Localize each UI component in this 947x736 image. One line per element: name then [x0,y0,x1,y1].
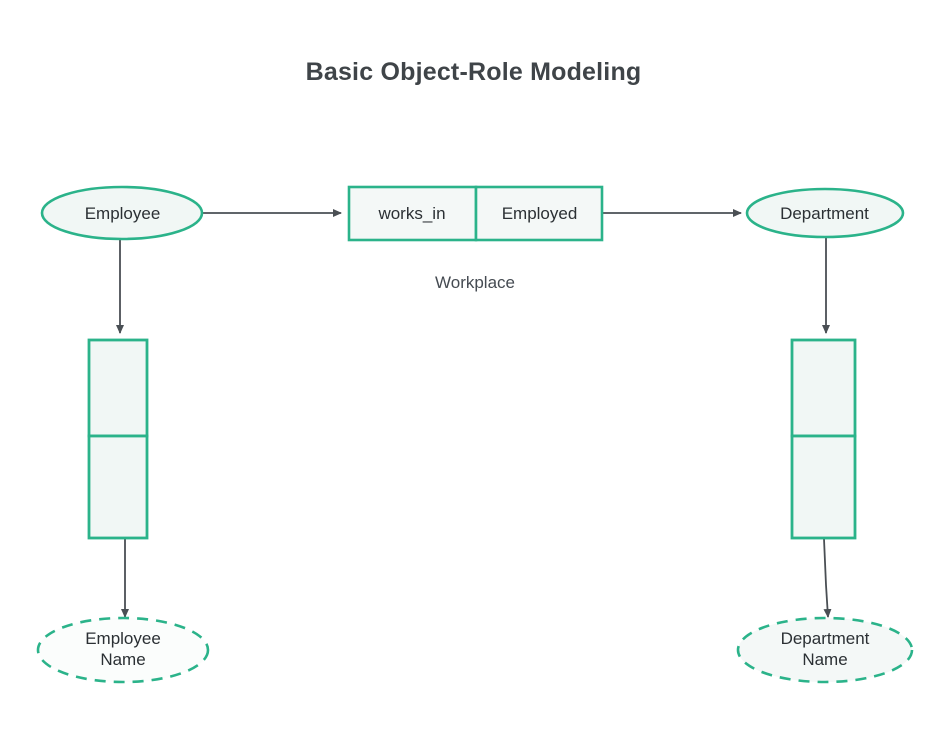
connector-role-box-to-department-name [823,538,832,618]
employee-role-cell-1[interactable] [87,338,149,438]
value-type-employee-name[interactable] [36,616,210,684]
employee-role-box[interactable] [87,338,149,540]
entity-employee[interactable] [40,185,204,241]
department-role-box[interactable] [790,338,857,540]
connector-line [823,538,832,618]
department-role-cell-2[interactable] [790,434,857,540]
fact-role-employed[interactable] [474,185,604,242]
entity-department[interactable] [745,187,905,239]
page-title: Basic Object-Role Modeling [305,58,642,86]
department-role-cell-1[interactable] [790,338,857,438]
employee-role-cell-2[interactable] [87,434,149,540]
value-type-department-name[interactable] [736,616,914,684]
fact-role-works-in[interactable] [347,185,478,242]
fact-type-box[interactable] [347,185,604,242]
